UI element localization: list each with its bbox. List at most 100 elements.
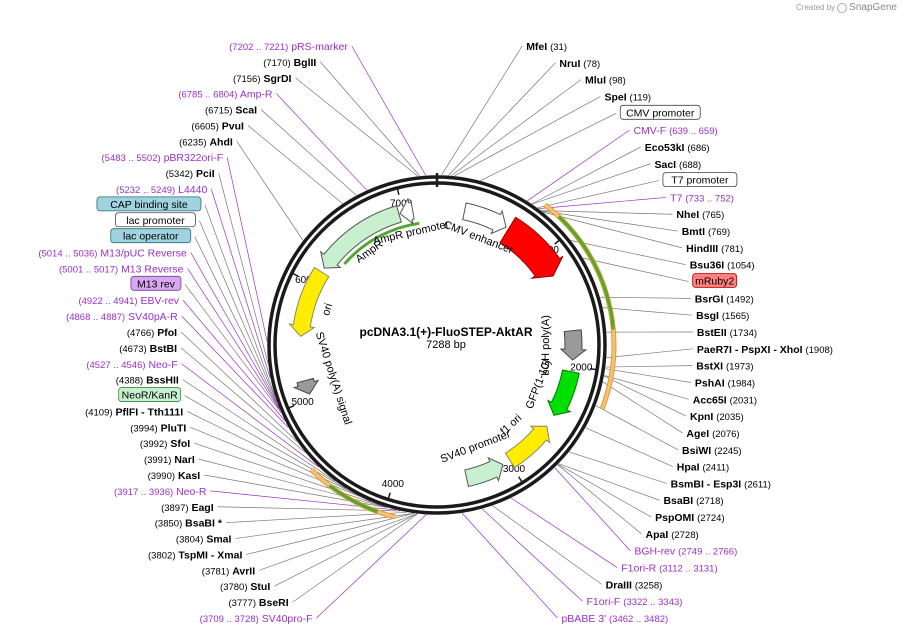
leader-line [181, 363, 319, 468]
site-position: (7202 .. 7221) [229, 42, 288, 53]
feature-tag-label: NeoR/KanR [122, 390, 178, 402]
inner-features [288, 197, 588, 488]
site-position: (2245) [714, 446, 741, 457]
primer-name: Neo-R [176, 486, 207, 498]
site-position: (639 .. 659) [669, 126, 718, 137]
leader-line [606, 348, 693, 358]
primer-label: F1ori-F (3322 .. 3343) [587, 596, 683, 608]
leader-line [274, 513, 418, 587]
leader-line [198, 458, 387, 508]
site-position: (4109) [85, 407, 112, 418]
primer-name: CMV-F [633, 125, 666, 137]
primer-label: (4868 .. 4887) SV40pA-R [66, 311, 178, 323]
enzyme-label: SacI (688) [655, 159, 702, 171]
enzyme-name: ScaI [235, 105, 257, 117]
enzyme-name: SpeI [604, 91, 626, 103]
cds-arc-green [343, 221, 420, 265]
site-position: (1492) [726, 294, 753, 305]
tick-mark [396, 187, 400, 195]
leader-line [259, 513, 418, 571]
primer-name: F1ori-R [621, 563, 656, 575]
leader-line [510, 497, 618, 568]
tick-label: 5000 [291, 397, 314, 408]
leader-line [602, 381, 683, 434]
primer-name: EBV-rev [141, 295, 180, 307]
enzyme-name: BstBI [150, 343, 178, 355]
feature-promoter-arrow [319, 205, 402, 269]
enzyme-name: PvuI [222, 120, 244, 132]
enzyme-label: (3994) PluTI [130, 422, 186, 434]
enzyme-name: NarI [174, 454, 195, 466]
tick-mark [287, 404, 295, 410]
primer-name: SV40pro-F [262, 613, 313, 625]
enzyme-label: BsiWI (2245) [682, 445, 742, 457]
primer-label: (4527 .. 4546) Neo-F [86, 359, 177, 371]
enzyme-name: BstXI [696, 361, 723, 373]
enzyme-name: Eco53kI [645, 142, 685, 154]
leader-line [602, 307, 693, 316]
cds-arc-green [328, 484, 379, 514]
site-position: (769) [708, 227, 730, 238]
site-position: (2035) [716, 412, 743, 423]
leader-line [180, 331, 298, 442]
enzyme-label: BstEII (1734) [697, 327, 757, 339]
enzyme-label: DraIII (3258) [606, 579, 663, 591]
enzyme-name: PshAI [695, 377, 725, 389]
leader-line [184, 284, 282, 414]
leader-line [246, 513, 414, 555]
enzyme-label: BsaBI (2718) [663, 495, 723, 507]
leader-line [541, 210, 673, 215]
leader-line [190, 252, 280, 409]
site-position: (2728) [671, 530, 698, 541]
enzyme-name: BsiWI [682, 445, 711, 457]
leader-line [605, 365, 693, 368]
tick-mark [590, 367, 598, 371]
enzyme-name: NruI [559, 58, 580, 70]
primer-label: (5483 .. 5502) pBR322ori-F [102, 152, 224, 164]
feature-tag-box [110, 228, 192, 244]
leader-line [605, 368, 691, 383]
tick-label: 2000 [570, 362, 593, 373]
enzyme-label: MluI (98) [585, 75, 626, 87]
primer-label: (3917 .. 3936) Neo-R [114, 486, 207, 498]
primer-label: pBABE 3' (3462 .. 3482) [561, 613, 668, 625]
enzyme-name: KpnI [690, 411, 713, 423]
site-position: (4868 .. 4887) [66, 312, 125, 323]
leader-line [461, 512, 558, 619]
site-position: (3462 .. 3482) [609, 614, 668, 625]
enzyme-name: ApaI [646, 529, 669, 541]
tick-label: 6000 [295, 275, 318, 286]
enzyme-name: MluI [585, 75, 606, 87]
leader-line [351, 45, 427, 176]
site-position: (3991) [144, 455, 171, 466]
site-position: (6785 .. 6804) [178, 90, 237, 101]
primer-label: (5001 .. 5017) M13 Reverse [59, 263, 184, 275]
site-position: (1734) [730, 328, 757, 339]
leader-line [235, 513, 414, 539]
enzyme-name: BmtI [682, 226, 705, 238]
site-position: (4922 .. 4941) [78, 296, 137, 307]
tick-label: 3000 [503, 464, 526, 475]
enzyme-name: SgrDI [263, 73, 291, 85]
enzyme-name: SmaI [206, 534, 231, 546]
leader-line [247, 125, 343, 204]
enzyme-label: ApaI (2728) [646, 529, 699, 541]
enzyme-label: (6605) PvuI [191, 120, 244, 132]
site-position: (4527 .. 4546) [86, 360, 145, 371]
credit-prefix: Created by [796, 3, 836, 12]
site-position: (4766) [127, 328, 154, 339]
enzyme-name: BseRI [259, 597, 289, 609]
enzyme-label: (5342) PciI [166, 168, 215, 180]
leader-line [292, 513, 418, 603]
enzyme-name: StuI [250, 581, 270, 593]
tick-mark [291, 272, 299, 277]
primer-label: BGH-rev (2749 .. 2766) [634, 546, 737, 558]
site-position: (2031) [730, 395, 757, 406]
enzyme-name: BsaBI [663, 495, 693, 507]
site-position: (686) [687, 143, 709, 154]
enzyme-name: HpaI [677, 462, 700, 474]
primer-label: (5232 .. 5249) L4440 [116, 184, 207, 196]
leader-line [194, 236, 280, 408]
enzyme-label: (3780) StuI [220, 581, 270, 593]
